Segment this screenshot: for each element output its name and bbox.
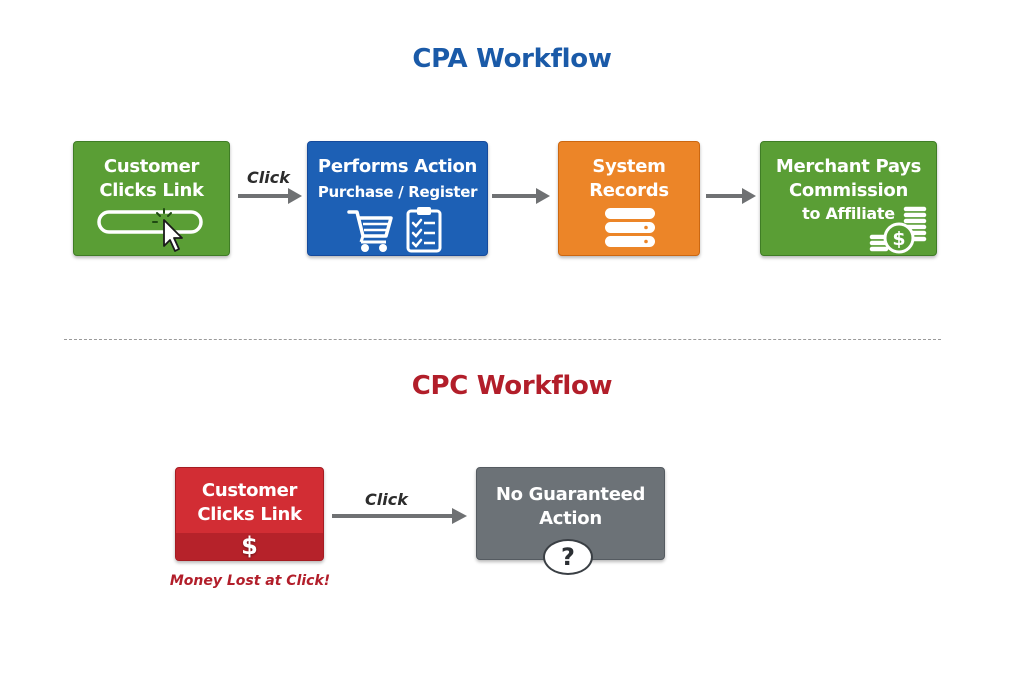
cpa-step-customer-clicks-link: Customer Clicks Link xyxy=(73,141,230,256)
cpc-step2-line2: Action xyxy=(539,508,602,529)
cpa-step2-line1: Performs Action xyxy=(317,156,478,177)
cpc-arrow xyxy=(332,508,467,524)
question-icon: ? xyxy=(543,539,593,575)
database-icon xyxy=(605,208,655,247)
cpa-step3-line1: System xyxy=(592,156,666,177)
cursor-click-icon xyxy=(97,208,203,252)
cpa-step4-line3: to Affiliate xyxy=(802,204,895,223)
cpa-step4-line1: Merchant Pays xyxy=(775,156,922,177)
cpc-step1-line2: Clicks Link xyxy=(197,504,302,525)
cpa-step4-line2: Commission xyxy=(788,180,909,201)
cpa-step1-line2: Clicks Link xyxy=(99,180,204,201)
cpa-step-performs-action: Performs Action Purchase / Register xyxy=(307,141,488,256)
cpa-arrow-3 xyxy=(706,188,756,204)
coins-dollar-icon: $ xyxy=(868,205,928,254)
cpc-step-customer-clicks-link: Customer Clicks Link $ xyxy=(175,467,324,561)
cpc-title: CPC Workflow xyxy=(411,371,613,401)
svg-text:$: $ xyxy=(892,228,905,250)
dollar-icon: $ xyxy=(241,532,258,560)
question-symbol: ? xyxy=(561,543,575,571)
cpa-step-merchant-pays: Merchant Pays Commission to Affiliate $ xyxy=(760,141,937,256)
section-divider xyxy=(64,339,941,340)
cpa-step3-line2: Records xyxy=(589,180,669,201)
cpc-step2-line1: No Guaranteed xyxy=(495,484,646,505)
cpa-title: CPA Workflow xyxy=(412,44,612,74)
cpa-arrow-2 xyxy=(492,188,550,204)
shopping-cart-icon xyxy=(347,210,393,252)
cpc-arrow-label: Click xyxy=(365,490,408,509)
clipboard-checklist-icon xyxy=(406,207,442,253)
cpc-step1-band xyxy=(176,533,323,560)
cpa-arrow1-label: Click xyxy=(247,168,290,187)
money-lost-caption: Money Lost at Click! xyxy=(169,573,331,589)
cpa-step2-line2: Purchase / Register xyxy=(317,183,478,201)
cpa-arrow-1 xyxy=(238,188,302,204)
cpa-step-system-records: System Records xyxy=(558,141,700,256)
cpc-step1-line1: Customer xyxy=(201,480,298,501)
cpc-step-no-guaranteed-action: No Guaranteed Action ? xyxy=(476,467,665,575)
cpa-step1-line1: Customer xyxy=(103,156,200,177)
